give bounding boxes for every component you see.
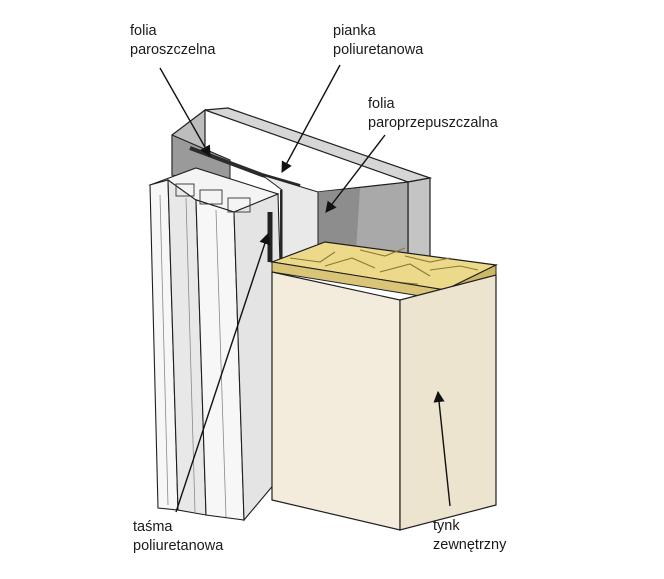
label-plaster-line2: zewnętrzny: [433, 537, 507, 553]
label-pu-foam-line1: pianka: [333, 23, 376, 39]
arrow-plaster: [433, 390, 451, 507]
leader-arrows: [159, 64, 451, 513]
label-plaster-line1: tynk: [433, 518, 460, 534]
label-external-plaster: tynk zewnętrzny: [433, 517, 506, 555]
frame-chamber-2: [199, 189, 223, 205]
frame-chamber-3: [227, 197, 251, 213]
arrow-pu-tape: [175, 232, 271, 513]
label-vapor-permeable-foil: folia paroprzepuszczalna: [368, 95, 498, 133]
arrow-vapor-barrier: [159, 67, 211, 157]
label-vapor-permeable-line1: folia: [368, 96, 395, 112]
frame-groove-1: [159, 194, 169, 506]
frame-groove-3: [215, 209, 227, 518]
label-vapor-barrier-line2: paroszczelna: [130, 42, 216, 58]
wall-front-face: [407, 177, 431, 267]
label-pu-tape-line2: poliuretanowa: [133, 538, 224, 554]
label-vapor-barrier-line1: folia: [130, 23, 157, 39]
label-vapor-permeable-line2: paroprzepuszczalna: [368, 115, 498, 131]
plaster-side-face: [399, 274, 497, 531]
window-frame: [148, 167, 287, 522]
label-pu-tape-line1: taśma: [133, 519, 173, 535]
plaster-block: [271, 271, 497, 531]
label-pu-tape: taśma poliuretanowa: [133, 518, 223, 556]
label-vapor-barrier-foil: folia paroszczelna: [130, 22, 215, 60]
frame-chamber-1: [175, 183, 195, 197]
arrow-vapor-permeable: [325, 134, 386, 213]
plaster-front-face: [271, 271, 401, 531]
label-pu-foam-line2: poliuretanowa: [333, 42, 424, 58]
label-pu-foam: pianka poliuretanowa: [333, 22, 423, 60]
arrow-pu-foam: [281, 64, 341, 173]
